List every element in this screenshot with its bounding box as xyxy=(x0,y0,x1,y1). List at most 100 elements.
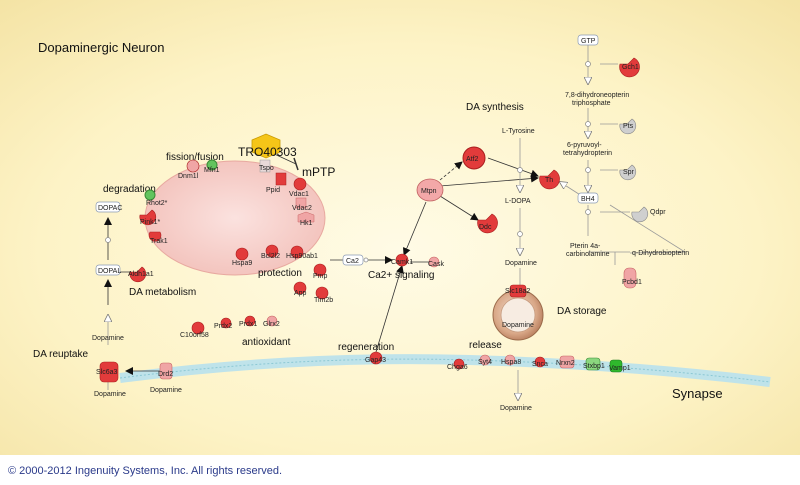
gch1-node xyxy=(619,57,640,78)
svg-text:App: App xyxy=(294,290,307,297)
svg-text:Hspa9: Hspa9 xyxy=(232,260,252,267)
svg-text:Dopamine: Dopamine xyxy=(150,387,182,394)
svg-text:Syt4: Syt4 xyxy=(478,359,492,366)
svg-text:Mtpn: Mtpn xyxy=(421,188,437,195)
svg-text:DOPAC: DOPAC xyxy=(98,205,122,212)
svg-text:Stxbp1: Stxbp1 xyxy=(583,363,605,370)
svg-text:Mfn1: Mfn1 xyxy=(204,167,220,174)
svg-text:Pts: Pts xyxy=(623,123,634,130)
svg-text:Gap43: Gap43 xyxy=(365,357,386,364)
svg-text:triphosphate: triphosphate xyxy=(572,100,611,107)
ppid-node xyxy=(275,172,287,186)
vesicle-inner xyxy=(500,297,536,333)
chga-node xyxy=(453,358,465,370)
svg-text:Snca: Snca xyxy=(532,361,548,368)
svg-text:Drd2: Drd2 xyxy=(158,371,173,378)
svg-text:GTP: GTP xyxy=(581,38,596,45)
svg-text:Ddc: Ddc xyxy=(479,224,492,231)
prdx2-node xyxy=(220,317,232,329)
nrxn2-node xyxy=(559,355,575,369)
hsp90ab1-node xyxy=(290,245,304,259)
svg-text:Hspa8: Hspa8 xyxy=(501,359,521,366)
dopal-box xyxy=(95,264,121,276)
hspa8-node xyxy=(504,354,516,366)
svg-text:Th: Th xyxy=(545,177,553,184)
snca-node xyxy=(534,356,546,368)
hspa9-node xyxy=(235,247,249,261)
svg-text:Pterin 4a-: Pterin 4a- xyxy=(570,243,601,250)
svg-text:Hk1: Hk1 xyxy=(300,220,313,227)
drd2-node xyxy=(159,362,173,380)
svg-text:Vamp1: Vamp1 xyxy=(609,365,631,372)
dnm1l-node xyxy=(186,159,200,173)
svg-text:Ppid: Ppid xyxy=(266,187,280,194)
gtp-box xyxy=(577,34,599,46)
svg-text:Qdpr: Qdpr xyxy=(650,209,666,216)
svg-text:6-pyruvoyl-: 6-pyruvoyl- xyxy=(567,142,602,149)
svg-text:Pcbd1: Pcbd1 xyxy=(622,279,642,286)
svg-text:L-DOPA: L-DOPA xyxy=(505,198,531,205)
synapse-membrane xyxy=(119,354,771,387)
slc18a2-node xyxy=(509,284,527,298)
pts-node xyxy=(619,118,637,135)
antioxidant-label: antioxidant xyxy=(242,337,291,348)
degradation-label: degradation xyxy=(103,184,156,195)
synapse-label: Synapse xyxy=(672,386,723,401)
da-synthesis-label: DA synthesis xyxy=(466,102,524,113)
spr-node xyxy=(619,164,637,181)
svg-text:Dopamine: Dopamine xyxy=(92,335,124,342)
metabolite-boxes xyxy=(95,34,599,276)
da-metabolism-label: DA metabolism xyxy=(129,287,196,298)
pmp-node xyxy=(313,263,327,277)
svg-text:Dopamine: Dopamine xyxy=(505,260,537,267)
atf2-node xyxy=(462,146,486,170)
gap43-node xyxy=(369,351,383,365)
svg-text:Gch1: Gch1 xyxy=(622,64,639,71)
svg-text:DOPAL: DOPAL xyxy=(98,268,121,275)
pcbd1-node xyxy=(623,267,637,289)
region-labels: fission/fusion degradation protection an… xyxy=(33,102,607,360)
svg-text:Chga6: Chga6 xyxy=(447,364,468,371)
rhot2-node xyxy=(144,189,156,201)
ddc-node xyxy=(477,213,498,234)
glrx2-node xyxy=(266,315,278,327)
da-storage-label: DA storage xyxy=(557,306,607,317)
junction-nodes xyxy=(105,61,591,275)
app-node xyxy=(293,281,307,295)
vamp1-node xyxy=(609,359,623,373)
svg-text:Tspo: Tspo xyxy=(259,165,274,172)
th-node xyxy=(539,169,560,190)
svg-text:Spr: Spr xyxy=(623,169,635,176)
svg-text:Prdx1: Prdx1 xyxy=(239,321,257,328)
da-reuptake-label: DA reuptake xyxy=(33,349,88,360)
tspo-node xyxy=(259,159,271,173)
tro40303-drug: TRO40303 xyxy=(238,133,297,159)
svg-text:Atf2: Atf2 xyxy=(466,156,479,163)
svg-text:Rhot2*: Rhot2* xyxy=(146,200,168,207)
aldh1a1-node xyxy=(129,266,147,283)
metabolite-labels: DOPAC DOPAL Dopamine Dopamine Dopamine D… xyxy=(92,38,689,412)
svg-text:BH4: BH4 xyxy=(581,196,595,203)
prdx1-node xyxy=(244,315,256,327)
copyright-notice: © 2000-2012 Ingenuity Systems, Inc. All … xyxy=(8,465,283,477)
syt-node xyxy=(479,354,491,366)
vdac2-node xyxy=(295,197,307,209)
c10orf58-node xyxy=(191,321,205,335)
svg-text:carbinolamine: carbinolamine xyxy=(566,251,610,258)
svg-text:C10orf58: C10orf58 xyxy=(180,332,209,339)
edges xyxy=(104,45,687,400)
svg-text:Pmp: Pmp xyxy=(313,273,328,280)
mfn1-node xyxy=(206,159,218,171)
gene-nodes xyxy=(99,57,649,383)
vdac1-node xyxy=(293,177,307,191)
svg-text:Bcl2l2: Bcl2l2 xyxy=(261,253,280,260)
svg-text:Vdac2: Vdac2 xyxy=(292,205,312,212)
svg-text:Dnm1l: Dnm1l xyxy=(178,173,199,180)
svg-text:tetrahydropterin: tetrahydropterin xyxy=(563,150,612,157)
svg-text:Prdx2: Prdx2 xyxy=(214,323,232,330)
protection-label: protection xyxy=(258,268,302,279)
mtpn-node xyxy=(416,178,444,202)
svg-text:Dopamine: Dopamine xyxy=(94,391,126,398)
svg-text:Aldh1a1: Aldh1a1 xyxy=(128,271,154,278)
